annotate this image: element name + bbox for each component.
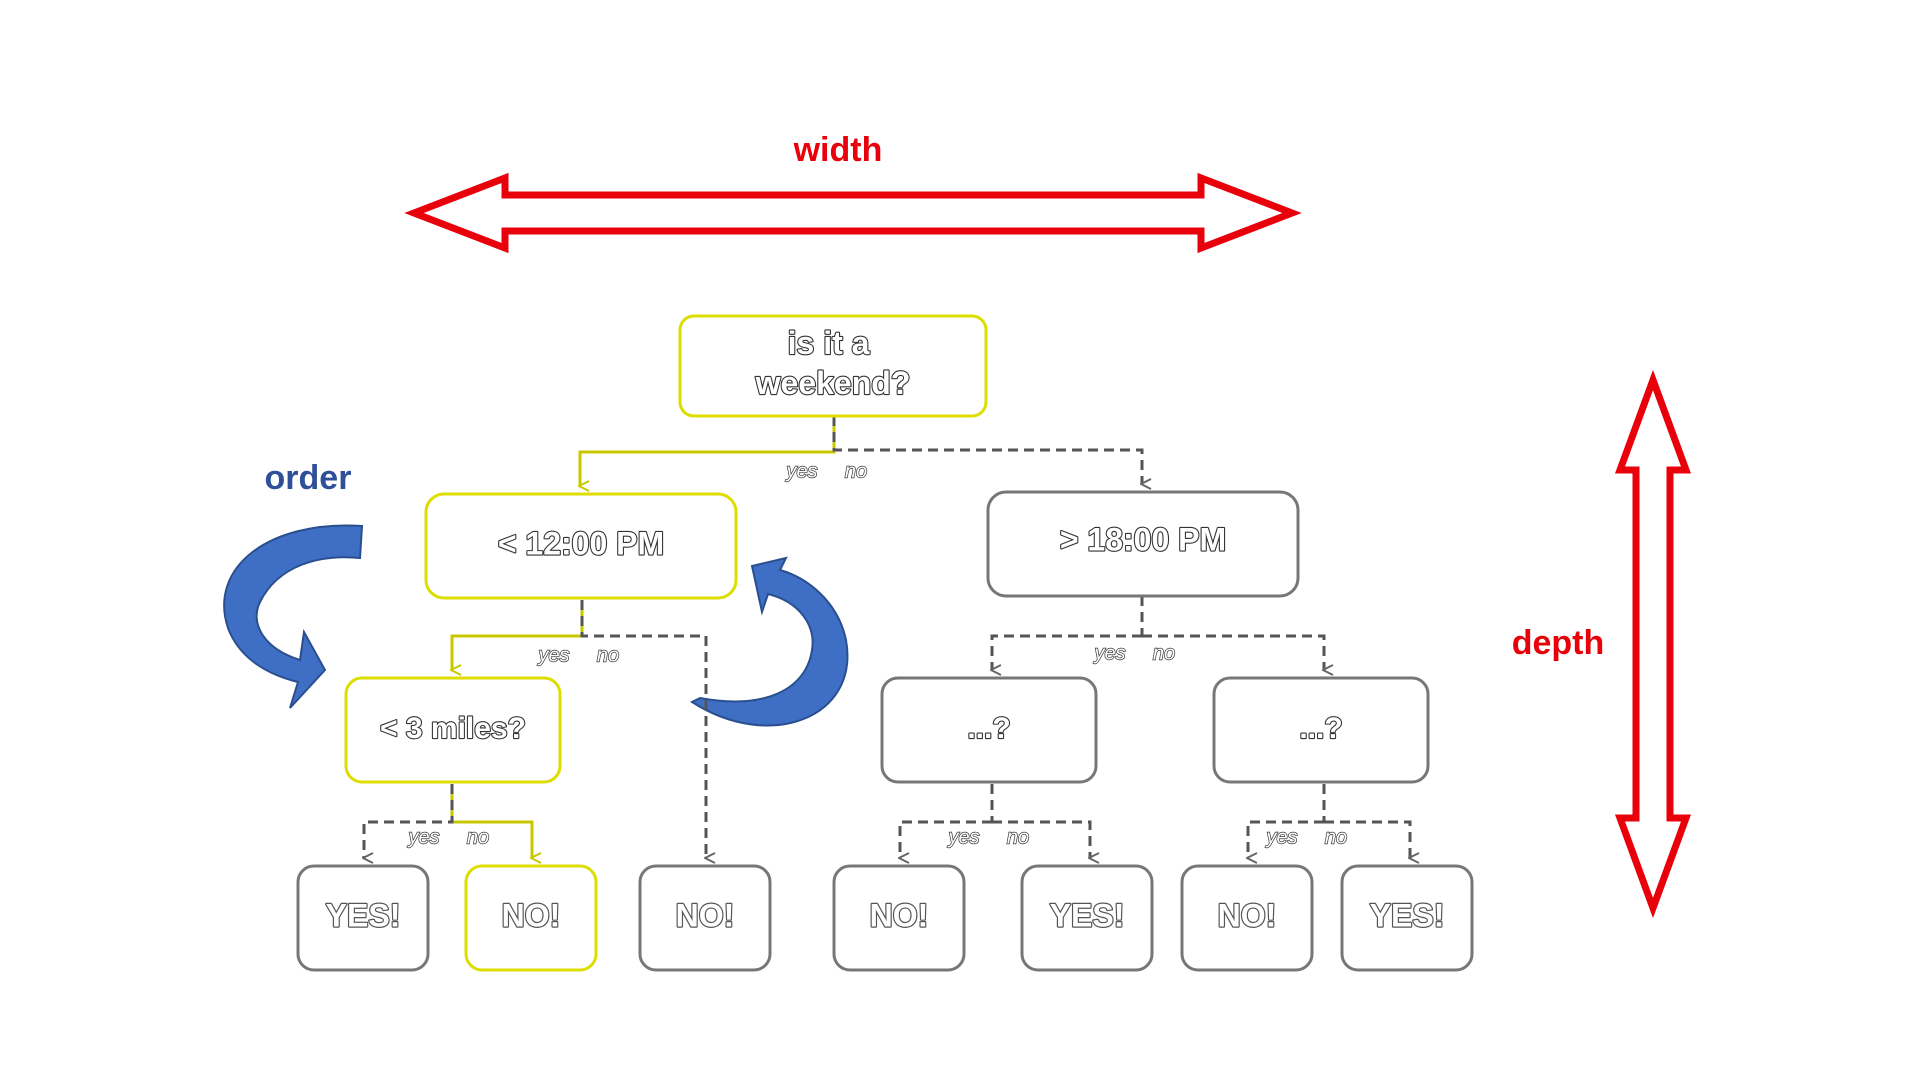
edge-unknown-left-to-leaf-5 [992, 820, 1090, 858]
node-unknown-left [880, 676, 1098, 784]
order-arrow-left [223, 524, 364, 709]
node-before-noon-label: < 12:00 PM [498, 525, 664, 561]
edge-after-six-to-unknown-right [1142, 634, 1324, 670]
depth-arrow [1614, 369, 1692, 919]
node-leaf-7-label: YES! [1370, 897, 1445, 933]
edge-label-yes: yes [1264, 826, 1297, 848]
width-label: width [793, 131, 883, 169]
tree-node-labels: is it a weekend? < 12:00 PM > 18:00 PM <… [324, 324, 1445, 934]
edge-before-noon-to-leaf-3 [580, 600, 706, 858]
node-leaf-4-label: NO! [870, 897, 929, 933]
node-root [678, 314, 988, 418]
depth-label: depth [1512, 624, 1605, 662]
node-leaf-2-label: NO! [502, 897, 561, 933]
edge-unknown-right-to-leaf-6 [1248, 820, 1324, 858]
edge-label-yes: yes [946, 826, 979, 848]
node-leaf-2 [464, 864, 598, 972]
edge-label-no: no [1007, 826, 1029, 848]
node-after-six [986, 490, 1300, 598]
edge-label-yes: yes [784, 460, 817, 482]
node-leaf-6 [1180, 864, 1314, 972]
edge-label-no: no [1153, 642, 1175, 664]
node-unknown-right-label: ...? [1299, 712, 1342, 745]
edge-labels: yes no yes no yes no yes no yes no yes n… [406, 460, 1348, 849]
order-label: order [265, 459, 352, 497]
node-before-noon [424, 492, 738, 600]
node-leaf-6-label: NO! [1218, 897, 1277, 933]
node-leaf-5-label: YES! [1050, 897, 1125, 933]
node-leaf-3-label: NO! [676, 897, 735, 933]
node-leaf-4 [832, 864, 966, 972]
edge-root-to-after-six [832, 416, 1142, 484]
edge-unknown-right-to-leaf-7 [1324, 820, 1410, 858]
edge-label-yes: yes [406, 826, 439, 848]
node-root-label-line-1: is it a [788, 325, 870, 361]
edge-label-no: no [1325, 826, 1347, 848]
node-leaf-3 [638, 864, 772, 972]
other-edges [364, 416, 1410, 858]
edge-label-yes: yes [1092, 642, 1125, 664]
order-arrow-right [689, 556, 849, 727]
edge-under-3-miles-to-no [450, 784, 532, 858]
edge-label-yes: yes [536, 644, 569, 666]
width-arrow [404, 172, 1302, 254]
node-leaf-1 [296, 864, 430, 972]
edge-label-no: no [597, 644, 619, 666]
tree-nodes [296, 314, 1474, 972]
node-unknown-left-label: ...? [967, 712, 1010, 745]
node-under-3-miles [344, 676, 562, 784]
edge-unknown-left-to-leaf-4 [900, 820, 992, 858]
node-root-label-line-2: weekend? [755, 365, 911, 401]
edge-label-no: no [467, 826, 489, 848]
node-root-label: is it a weekend? [755, 325, 911, 401]
node-under-3-miles-label: < 3 miles? [380, 712, 526, 745]
node-leaf-5 [1020, 864, 1154, 972]
node-leaf-7 [1340, 864, 1474, 972]
edge-under-3-miles-to-yes [364, 784, 454, 858]
node-unknown-right [1212, 676, 1430, 784]
edge-label-no: no [845, 460, 867, 482]
edge-after-six-to-unknown-left [992, 634, 1142, 670]
node-after-six-label: > 18:00 PM [1060, 521, 1226, 557]
node-leaf-1-label: YES! [326, 897, 401, 933]
